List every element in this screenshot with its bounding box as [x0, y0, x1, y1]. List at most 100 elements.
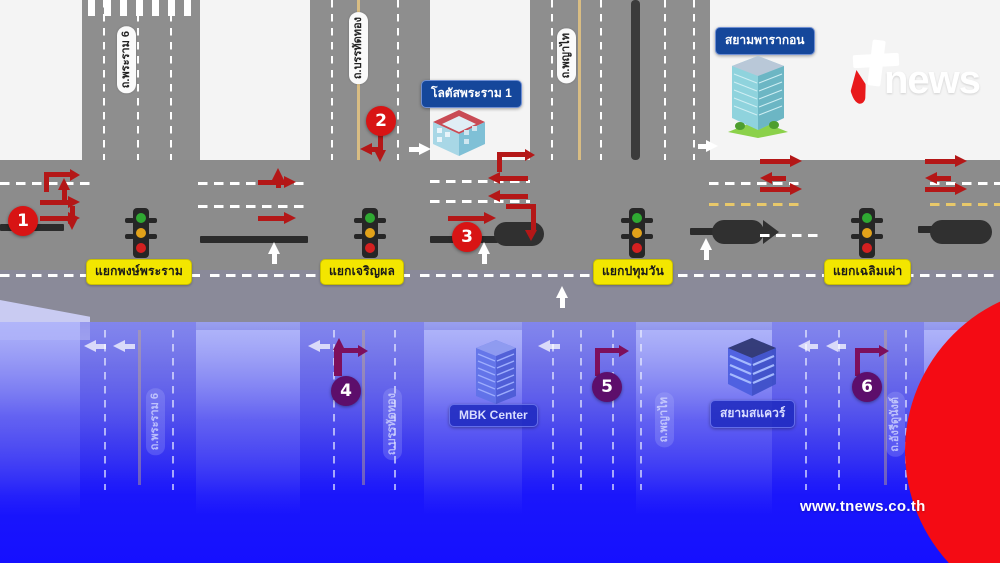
lane-arrow-up	[344, 118, 356, 158]
lane-arrow-down	[692, 118, 704, 158]
traffic-light-yellow-lamp	[632, 228, 642, 238]
traffic-light-wing	[148, 234, 157, 239]
lane-arrow-up	[700, 238, 712, 260]
red-arrow-up	[272, 168, 284, 188]
map-marker-3[interactable]: 3	[452, 222, 482, 252]
traffic-light-wing	[125, 234, 134, 239]
mbk-building-icon	[470, 338, 522, 410]
street-tag-rama6-lower: ถ.พระราม 6	[146, 388, 165, 456]
landmark-label-siam-paragon: สยามพารากอน	[715, 27, 815, 55]
map-marker-2[interactable]: 2	[366, 106, 396, 136]
lane-dash-h	[210, 274, 410, 277]
traffic-light-red-lamp	[862, 243, 872, 253]
red-arrow-left	[360, 143, 382, 155]
lane-dash	[551, 0, 553, 160]
lane-arrow-up	[152, 118, 164, 158]
traffic-light-wing	[874, 218, 883, 223]
red-arrow-left	[925, 172, 951, 184]
lane-dash-h	[760, 234, 820, 237]
purple-arrow-up	[333, 338, 345, 376]
lane-arrow-right	[409, 143, 431, 155]
street-tag-rama6-upper: ถ.พระราม 6	[117, 26, 136, 94]
night-road	[522, 322, 636, 522]
bus-stop-pill	[930, 220, 992, 244]
lane-arrow-left	[646, 288, 692, 300]
lane-arrow-left-night	[113, 340, 135, 352]
brand-wordmark: news	[884, 58, 981, 102]
purple-turn-arrow	[334, 338, 368, 376]
map-marker-4[interactable]: 4	[331, 376, 361, 406]
lane-arrow-down-night	[148, 338, 160, 378]
lane-dash-night	[805, 330, 807, 490]
traffic-light[interactable]	[124, 208, 158, 264]
lane-dash	[137, 0, 139, 160]
lane-arrow-down	[672, 118, 684, 158]
red-arrow-up	[58, 178, 70, 202]
lane-arrow-down-night	[370, 338, 382, 378]
traffic-light-wing	[621, 218, 630, 223]
lane-arrow-up	[478, 242, 490, 264]
red-arrow-down	[66, 206, 78, 230]
lane-dash-night	[905, 330, 907, 490]
night-block	[196, 330, 300, 530]
traffic-light-wing	[354, 234, 363, 239]
traffic-light-wing	[874, 234, 883, 239]
lane-arrow-right	[698, 140, 718, 152]
traffic-light-red-lamp	[365, 243, 375, 253]
lane-dash	[397, 0, 399, 160]
traffic-light-wing	[354, 218, 363, 223]
purple-turn-arrow	[855, 338, 889, 376]
map-marker-6[interactable]: 6	[852, 372, 882, 402]
lane-dash-night	[640, 330, 642, 490]
lane-arrow-down	[588, 118, 600, 158]
map-marker-5[interactable]: 5	[592, 372, 622, 402]
map-marker-1[interactable]: 1	[8, 206, 38, 236]
red-arrow-right	[448, 212, 496, 224]
traffic-light-wing	[644, 218, 653, 223]
lane-dash-night	[838, 330, 840, 490]
lane-arrow-down	[645, 118, 657, 158]
traffic-light-red-lamp	[136, 243, 146, 253]
night-road	[772, 322, 924, 522]
red-arrow-left	[488, 190, 528, 202]
street-tag-phayathai-lower: ถ.พญาไท	[655, 392, 674, 448]
red-arrow-right	[258, 212, 296, 224]
lane-dash-h	[198, 182, 310, 185]
landmark-label-siam-square: สยามสแควร์	[710, 400, 796, 428]
stop-bar	[200, 236, 308, 243]
bus-lane-arrow-icon	[763, 220, 779, 244]
red-turn-arrow-down	[506, 204, 542, 241]
lane-arrow-down-night	[657, 338, 669, 378]
traffic-light-yellow-lamp	[365, 228, 375, 238]
lane-dash-h	[840, 274, 1000, 277]
street-tag-henri-dunant-lower: ถ.อังรีดูนังต์	[886, 392, 905, 457]
lane-arrow-up-night	[560, 338, 572, 378]
lane-arrow-up	[315, 118, 327, 158]
red-arrow-right	[760, 183, 802, 195]
center-line-night	[138, 330, 141, 485]
red-arrow-right	[925, 155, 967, 167]
lane-arrow-down-night	[680, 338, 692, 378]
lane-arrow-left-night	[84, 340, 106, 352]
traffic-light-yellow-lamp	[862, 228, 872, 238]
red-arrow-left	[760, 172, 786, 184]
red-arrow-down	[374, 126, 386, 162]
traffic-light-wing	[621, 234, 630, 239]
lane-arrow-down	[612, 118, 624, 158]
lane-arrow-down-night	[888, 338, 900, 378]
lane-arrow-up	[268, 242, 280, 264]
traffic-light[interactable]	[620, 208, 654, 264]
traffic-light[interactable]	[353, 208, 387, 264]
red-arrow-left	[488, 172, 528, 184]
road-median	[631, 0, 640, 160]
stop-bar	[690, 228, 724, 235]
intersection-label-3: แยกปทุมวัน	[593, 259, 674, 285]
lane-dash-night	[394, 330, 396, 490]
lane-arrow-up	[556, 286, 568, 308]
traffic-light[interactable]	[850, 208, 884, 264]
traffic-light-wing	[644, 234, 653, 239]
traffic-light-wing	[851, 234, 860, 239]
traffic-light-green-lamp	[632, 213, 642, 223]
lane-dash-h	[420, 274, 620, 277]
red-turn-arrow	[497, 149, 535, 174]
